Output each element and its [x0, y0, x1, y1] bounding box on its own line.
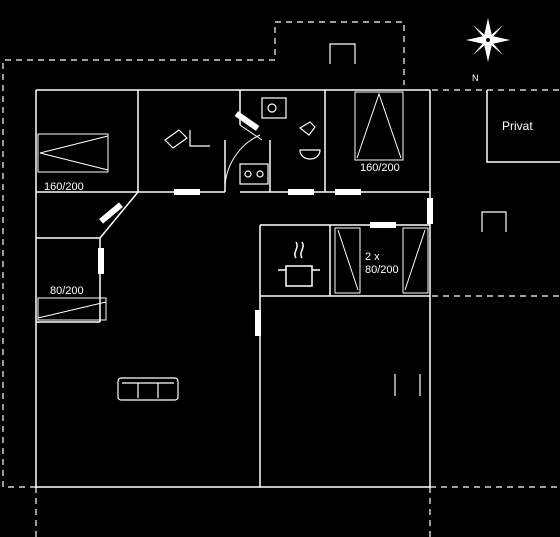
bed-label-b: 160/200 [360, 162, 400, 174]
terrace-outlines [2, 21, 560, 537]
walls [35, 89, 560, 488]
bed-label-a: 160/200 [44, 181, 84, 193]
sofa-icon [117, 377, 179, 401]
bed-label-d-size: 80/200 [365, 264, 399, 276]
table-marker [329, 43, 507, 396]
compass-north-label: N [472, 73, 479, 83]
bed-icon [37, 91, 429, 321]
room-label-privat: Privat [502, 119, 533, 133]
window-icon [98, 111, 433, 336]
stove-pot-icon [278, 241, 320, 287]
compass-icon [466, 18, 510, 62]
bed-label-d-count: 2 x [365, 251, 380, 263]
toilet-icon [261, 97, 321, 160]
shower-icon [164, 129, 210, 149]
door-swings [224, 124, 263, 193]
bed-label-c: 80/200 [50, 285, 84, 297]
sink-icon [239, 163, 269, 185]
